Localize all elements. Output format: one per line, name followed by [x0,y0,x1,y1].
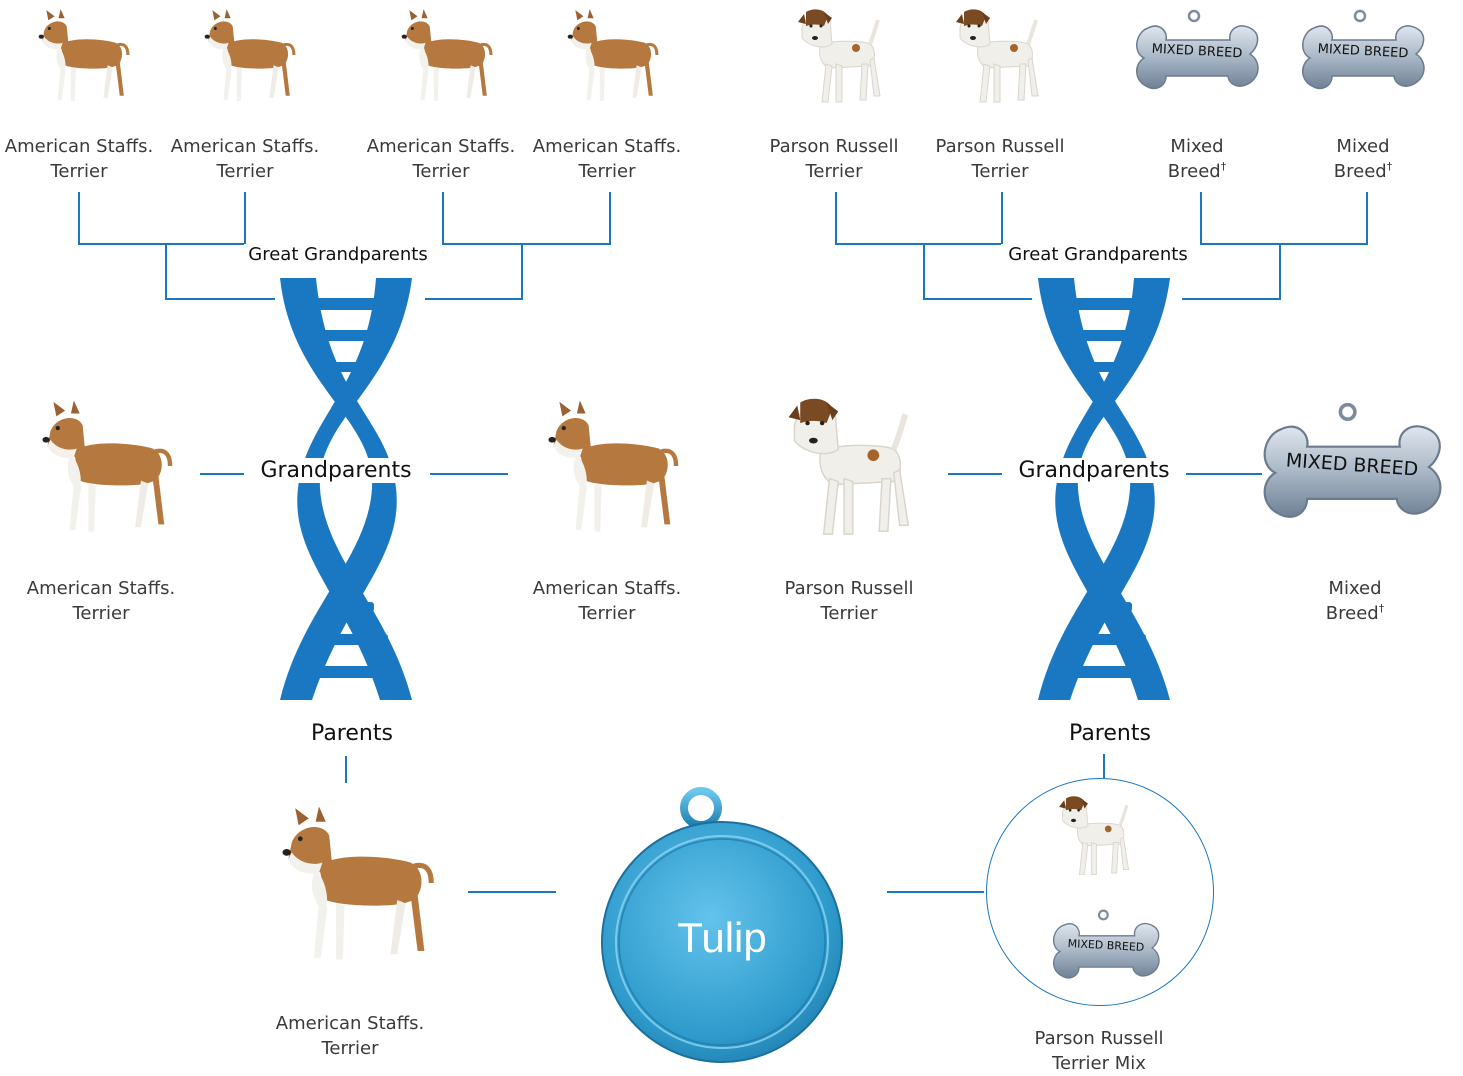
mixed-breed-bone-tag-icon: MIXED BREED [1294,8,1432,100]
connector-line [1182,244,1281,300]
connector-line [165,244,275,300]
staffordshire-terrier-image [30,396,176,536]
connector-line [78,192,246,245]
connector-line [835,192,1003,245]
dna-helix-icon [276,278,416,700]
mixed-breed-bone-tag-icon: MIXED BREED [1252,400,1452,534]
tulip-name: Tulip [677,914,767,961]
connector-line [1200,192,1368,245]
great-grandparent-label: American Staffs.Terrier [532,136,682,182]
generation-label-grandparents: Grandparents [1010,458,1178,483]
generation-label-parents: Parents [296,721,408,746]
mixed-breed-bone-tag-icon: MIXED BREED [1128,8,1266,100]
connector-line [923,244,1032,300]
great-grandparent-label: American Staffs.Terrier [4,136,154,182]
dna-helix-icon [1034,278,1174,700]
generation-label-great-grandparents: Great Grandparents [244,244,432,265]
great-grandparent-label: American Staffs.Terrier [170,136,320,182]
tulip-name-tag: Tulip [600,782,844,1072]
mixed-breed-bone-tag-icon: MIXED BREED [1044,908,1168,988]
staffordshire-terrier-image [268,800,438,966]
parson-russell-terrier-image [790,2,886,106]
staffordshire-terrier-image [536,396,682,536]
parson-russell-terrier-image [948,2,1044,106]
parson-russell-terrier-image [1046,790,1140,878]
generation-label-grandparents: Grandparents [252,458,420,483]
staffordshire-terrier-image [196,6,298,104]
generation-label-parents: Parents [1054,721,1166,746]
grandparent-label: American Staffs.Terrier [26,578,176,624]
great-grandparent-label: American Staffs.Terrier [366,136,516,182]
connector-line [425,244,523,300]
mixed-parent-circle [986,778,1214,1006]
parent-label: American Staffs.Terrier [275,1013,425,1059]
staffordshire-terrier-image [393,6,495,104]
staffordshire-terrier-image [30,6,132,104]
staffordshire-terrier-image [559,6,661,104]
connector-line [442,192,611,245]
parson-russell-terrier-image [772,388,922,540]
grandparent-label: American Staffs.Terrier [532,578,682,624]
generation-label-great-grandparents: Great Grandparents [1001,244,1195,265]
